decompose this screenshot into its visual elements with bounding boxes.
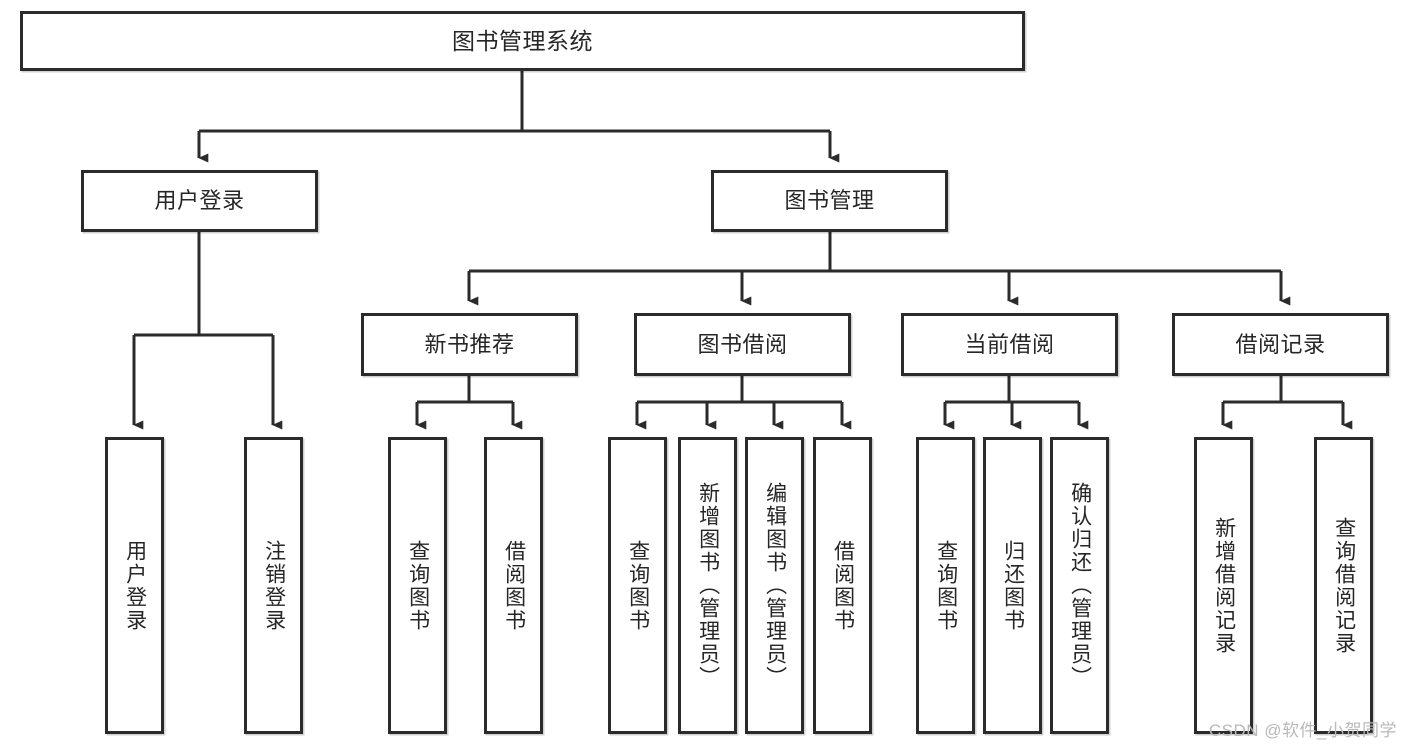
- watermark: CSDN @软件_小贺同学: [1208, 721, 1397, 740]
- node-label: 用户登录: [123, 539, 147, 632]
- node-label: 查询图书: [626, 539, 650, 632]
- node-current-borrow[interactable]: 当前借阅: [901, 313, 1118, 376]
- node-label: 当前借阅: [964, 331, 1055, 357]
- node-label: 新增借阅记录: [1212, 516, 1236, 655]
- node-leaf-logout[interactable]: 注销登录: [244, 437, 303, 734]
- node-label: 查询图书: [934, 539, 958, 632]
- node-new-book-recommend[interactable]: 新书推荐: [361, 313, 578, 376]
- node-label: 借阅图书: [502, 539, 526, 632]
- node-root-system[interactable]: 图书管理系统: [20, 11, 1025, 71]
- node-book-borrow[interactable]: 图书借阅: [634, 313, 851, 376]
- node-label: 图书管理: [784, 188, 875, 214]
- node-leaf-return-book[interactable]: 归还图书: [983, 437, 1042, 734]
- node-leaf-add-borrow-record[interactable]: 新增借阅记录: [1194, 437, 1253, 734]
- node-user-login[interactable]: 用户登录: [81, 170, 318, 232]
- node-leaf-query-borrow-record[interactable]: 查询借阅记录: [1314, 437, 1373, 734]
- node-leaf-borrow-book-2[interactable]: 借阅图书: [813, 437, 872, 734]
- node-leaf-confirm-return[interactable]: 确认归还（管理员）: [1050, 437, 1109, 734]
- node-label: 新书推荐: [424, 331, 515, 357]
- node-label: 新增图书（管理员）: [696, 482, 720, 689]
- node-label: 查询借阅记录: [1332, 516, 1356, 655]
- node-leaf-query-book-2[interactable]: 查询图书: [608, 437, 667, 734]
- node-label: 查询图书: [406, 539, 430, 632]
- node-label: 图书管理系统: [452, 27, 593, 54]
- node-label: 归还图书: [1001, 539, 1025, 632]
- node-label: 借阅图书: [831, 539, 855, 632]
- node-leaf-query-book-1[interactable]: 查询图书: [388, 437, 447, 734]
- node-label: 图书借阅: [697, 331, 788, 357]
- node-leaf-query-book-3[interactable]: 查询图书: [916, 437, 975, 734]
- node-label: 确认归还（管理员）: [1068, 482, 1092, 689]
- node-leaf-edit-book[interactable]: 编辑图书（管理员）: [745, 437, 804, 734]
- node-label: 注销登录: [262, 539, 286, 632]
- node-leaf-user-login[interactable]: 用户登录: [105, 437, 164, 734]
- node-leaf-add-book[interactable]: 新增图书（管理员）: [678, 437, 737, 734]
- node-label: 用户登录: [154, 188, 245, 214]
- node-book-management[interactable]: 图书管理: [711, 170, 948, 232]
- node-label: 借阅记录: [1235, 331, 1326, 357]
- node-label: 编辑图书（管理员）: [763, 482, 787, 689]
- node-leaf-borrow-book-1[interactable]: 借阅图书: [484, 437, 543, 734]
- node-borrow-record[interactable]: 借阅记录: [1172, 313, 1389, 376]
